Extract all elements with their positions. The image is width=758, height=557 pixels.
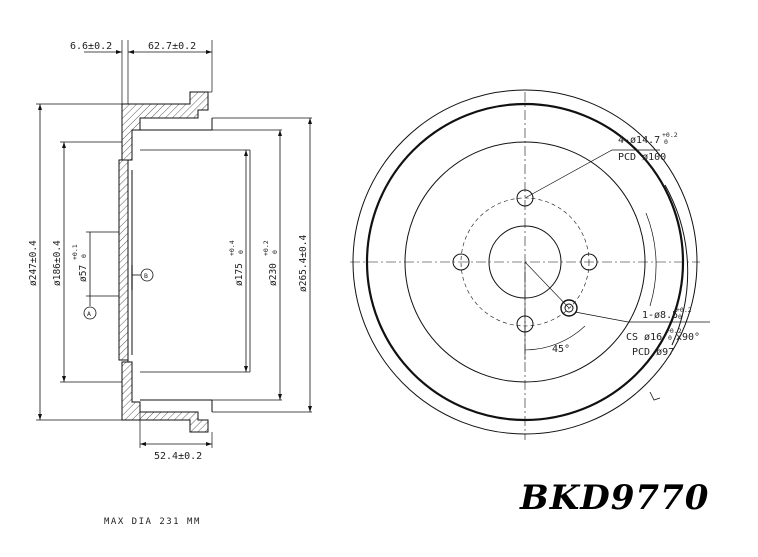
datum-b-label: B [144,272,148,280]
bolt-hole-left [452,253,470,271]
dim-265-label: ø265.4±0.4 [298,235,309,292]
bolt-holes-tol-upper: +0.2 [662,131,678,139]
bolt-holes-tol-lower: 0 [664,138,668,146]
dim-52-4-label: 52.4±0.2 [154,451,202,462]
dimension-arrows [38,50,312,446]
pin-hole-inner [564,303,574,313]
pin-hole-tol-lower: 0 [678,313,682,321]
dim-6-6-label: 6.6±0.2 [70,41,112,52]
dim-230-tol-upper: +0.2 [262,240,270,256]
hub-section-hatch [118,159,129,361]
drum-outer-circle [352,89,698,435]
dim-186-label: ø186±0.4 [52,240,63,286]
dim-175-tol-lower: 0 [237,250,245,254]
bolt-holes-label: 4-ø14.7 [618,135,660,146]
pin-hole-label: 1-ø8.5 [642,310,678,321]
dim-230-label: ø230 [268,263,279,286]
dim-57-tol-upper: +0.1 [71,244,79,260]
datum-b-marker [140,268,154,282]
drum-wall-bottom-section [121,361,209,433]
countersink-tol-upper: +0.2 [666,327,682,335]
dim-175-tol-upper: +0.4 [228,240,236,256]
pcd-97-label: PCD ø97 [632,347,674,358]
dim-175-label: ø175 [234,263,245,286]
dim-57-label: ø57 [78,265,89,282]
countersink-angle-label: x90° [676,332,700,343]
angle-45-label: 45° [552,344,570,355]
pin-hole-tol-upper: +0.2 [676,306,692,314]
pin-hole-outer [560,299,578,317]
datum-a-marker [83,306,97,320]
pcd-100-label: PCD ø100 [618,152,666,163]
countersink-label: CS ø16 [626,332,662,343]
drum-wall-top-section [121,91,209,161]
part-number: BKD9770 [520,478,710,518]
bolt-hole-right [580,253,598,271]
datum-a-label: A [87,310,91,318]
max-dia-note: MAX DIA 231 MM [104,517,201,527]
bolt-hole-top [516,189,534,207]
side-section-view [36,40,312,448]
dim-247-label: ø247±0.4 [28,240,39,286]
front-view [350,89,710,440]
dim-57-tol-lower: 0 [80,254,88,258]
countersink-tol-lower: 0 [668,334,672,342]
drum-rim-circle [365,102,685,422]
dim-62-7-label: 62.7±0.2 [148,41,196,52]
dim-230-tol-lower: 0 [271,250,279,254]
friction-surface-circle [404,141,646,383]
outer-edge-arc [664,184,689,346]
